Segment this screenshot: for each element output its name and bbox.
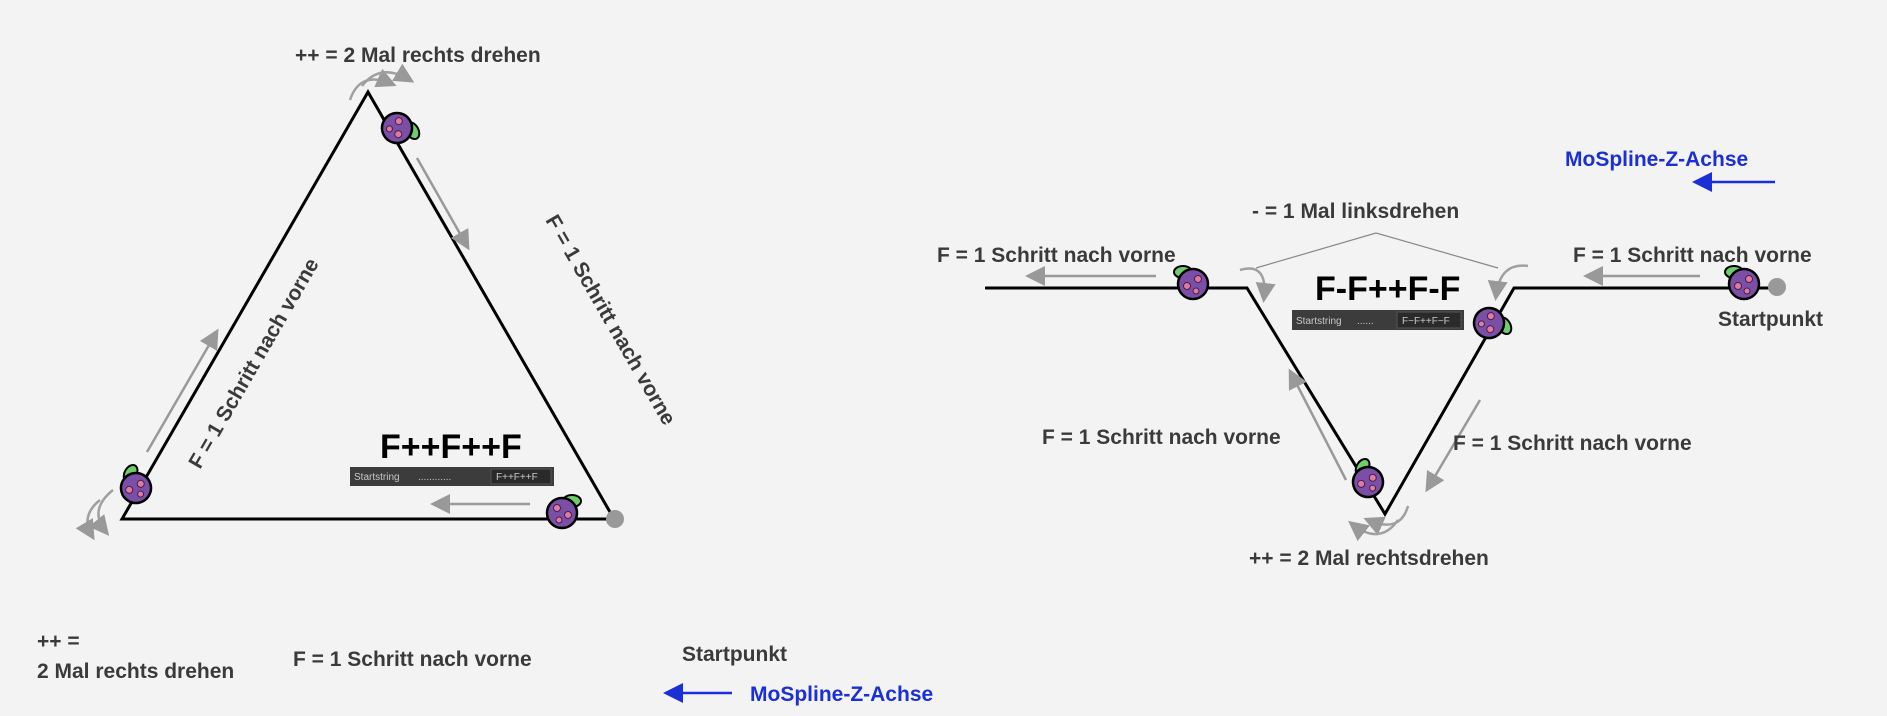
triangle-path (119, 88, 617, 521)
axis-label: MoSpline-Z-Achse (1565, 148, 1748, 171)
turn-right-icon (88, 489, 114, 536)
pointer-line (1375, 232, 1499, 269)
turtle-icon (1467, 299, 1516, 349)
axis-label: MoSpline-Z-Achse (750, 683, 933, 706)
turn-right-icon (361, 63, 415, 87)
turtle-icon (1172, 264, 1210, 301)
startstring-value-box (490, 468, 552, 485)
direction-arrow (415, 157, 470, 251)
turn-right-icon (1348, 519, 1400, 542)
far-right-edge-label: F = 1 Schritt nach vorne (1573, 244, 1812, 267)
turn-left-icon (1239, 267, 1276, 303)
bottom-turn-label: ++ = 2 Mal rechtsdrehen (1249, 547, 1489, 570)
start-label: Startpunkt (1718, 308, 1823, 331)
start-point-marker (1768, 278, 1786, 296)
turtle-icon (1723, 264, 1761, 301)
left-turn-label: - = 1 Mal linksdrehen (1252, 200, 1459, 223)
startstring-dots: ............ (418, 472, 451, 483)
bottom-edge-label: F = 1 Schritt nach vorne (293, 648, 532, 671)
startstring-label: Startstring (354, 472, 400, 483)
startstring-value: F++F++F (496, 472, 538, 483)
direction-arrow (145, 328, 219, 453)
up-edge-label: F = 1 Schritt nach vorne (1042, 426, 1281, 449)
formula-title: F++F++F (380, 428, 522, 466)
startstring-dots: ...... (1357, 316, 1374, 327)
startstring-value: F−F++F−F (1402, 316, 1450, 327)
left-diagram: ++ = 2 Mal rechts drehen ++ = 2 Mal rech… (37, 44, 933, 706)
formula-title: F-F++F-F (1315, 270, 1460, 308)
start-point-marker (606, 510, 624, 528)
start-label: Startpunkt (682, 643, 787, 666)
turtle-icon (1343, 455, 1392, 504)
left-turn-label: ++ = (37, 630, 80, 653)
turn-right-icon (75, 499, 101, 541)
direction-arrow (1425, 399, 1482, 493)
right-edge-label: F = 1 Schritt nach vorne (541, 211, 680, 429)
startstring-label: Startstring (1296, 316, 1342, 327)
far-left-edge-label: F = 1 Schritt nach vorne (937, 244, 1176, 267)
turtle-icon (545, 493, 583, 530)
right-diagram: MoSpline-Z-Achse - = 1 Mal linksdrehen F… (937, 148, 1823, 570)
pointer-line (1255, 232, 1377, 269)
startstring-value-box (1396, 311, 1462, 329)
top-turn-label: ++ = 2 Mal rechts drehen (295, 44, 541, 67)
left-turn-label-2: 2 Mal rechts drehen (37, 660, 234, 683)
turn-left-icon (1487, 264, 1529, 301)
down-edge-label: F = 1 Schritt nach vorne (1453, 432, 1692, 455)
direction-arrow (1288, 368, 1348, 481)
koch-path (985, 286, 1770, 517)
